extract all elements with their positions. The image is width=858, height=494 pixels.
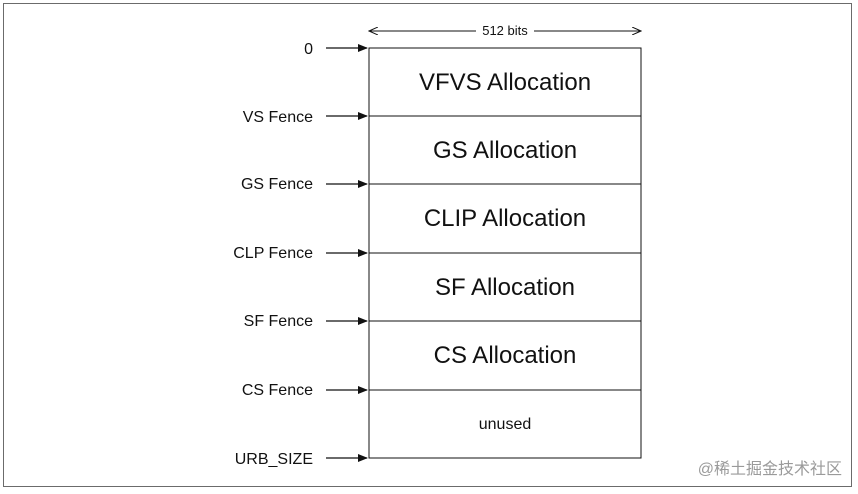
width-dimension: 512 bits (369, 23, 641, 38)
fence-label-vs: VS Fence (243, 109, 313, 126)
width-label: 512 bits (482, 23, 528, 38)
allocation-dividers (369, 115, 641, 391)
gs-allocation-label: GS Allocation (433, 137, 577, 164)
vfvs-allocation-label: VFVS Allocation (419, 69, 591, 96)
fence-label-gs: GS Fence (241, 176, 313, 193)
fence-label-urb-size: URB_SIZE (235, 451, 313, 468)
allocation-labels: VFVS Allocation GS Allocation CLIP Alloc… (419, 69, 591, 433)
fence-label-cs: CS Fence (242, 382, 313, 399)
cs-allocation-label: CS Allocation (434, 342, 577, 369)
fence-label-0: 0 (304, 41, 313, 58)
fence-arrows (326, 44, 368, 462)
unused-label: unused (479, 416, 532, 433)
fence-label-sf: SF Fence (244, 313, 313, 330)
sf-allocation-label: SF Allocation (435, 274, 575, 301)
clip-allocation-label: CLIP Allocation (424, 205, 586, 232)
figure-frame (3, 3, 852, 487)
watermark: @稀土掘金技术社区 (698, 460, 842, 478)
fence-label-clp: CLP Fence (233, 245, 313, 262)
fence-labels: 0 VS Fence GS Fence CLP Fence SF Fence C… (233, 41, 313, 468)
